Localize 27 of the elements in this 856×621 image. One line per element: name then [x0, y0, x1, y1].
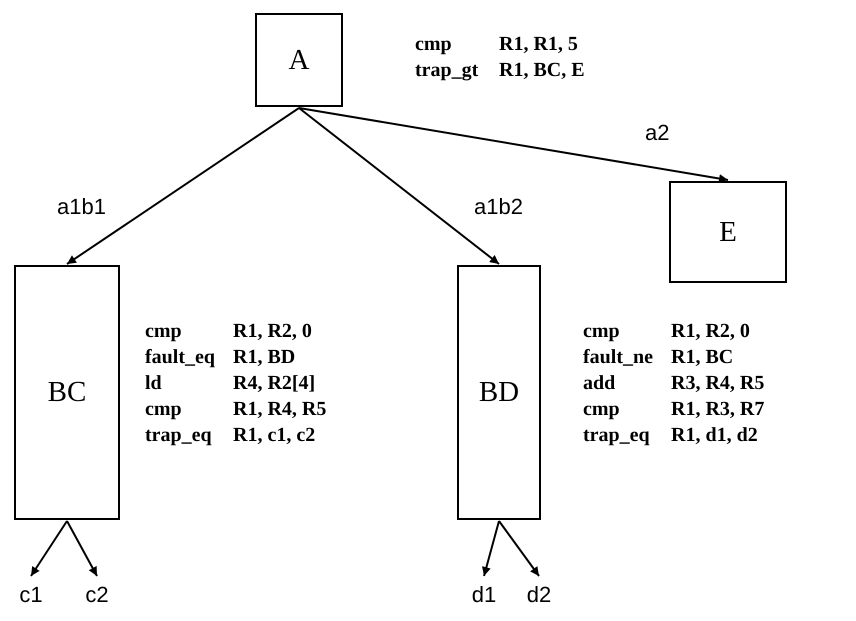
- block-box: E: [669, 181, 787, 283]
- arrow: [498, 520, 540, 577]
- block-box: A: [255, 13, 343, 107]
- instruction-line: ld R4, R2[4]: [145, 371, 316, 396]
- instruction-line: trap_gt R1, BC, E: [415, 58, 585, 83]
- target-label: d2: [522, 584, 556, 606]
- instruction-line: add R3, R4, R5: [583, 371, 764, 396]
- arrow: [30, 520, 68, 577]
- arrow: [298, 107, 500, 265]
- instruction-line: trap_eq R1, c1, c2: [145, 423, 316, 448]
- arrow: [66, 107, 300, 265]
- instruction-line: cmp R1, R2, 0: [583, 319, 751, 344]
- arrow: [66, 520, 98, 576]
- instruction-line: trap_eq R1, d1, d2: [583, 423, 759, 448]
- instruction-line: cmp R1, R3, R7: [583, 397, 764, 422]
- arrow: [298, 107, 728, 183]
- target-label: d1: [467, 584, 501, 606]
- target-label: c1: [14, 584, 48, 606]
- instruction-line: cmp R1, R4, R5: [145, 397, 326, 422]
- instruction-line: cmp R1, R2, 0: [145, 319, 313, 344]
- arrow: [482, 520, 500, 576]
- instruction-line: fault_eq R1, BD: [145, 345, 296, 370]
- target-label: c2: [80, 584, 114, 606]
- block-box: BC: [14, 265, 120, 520]
- block-box: BD: [457, 265, 541, 520]
- instruction-line: fault_ne R1, BC: [583, 345, 734, 370]
- instruction-line: cmp R1, R1, 5: [415, 32, 579, 57]
